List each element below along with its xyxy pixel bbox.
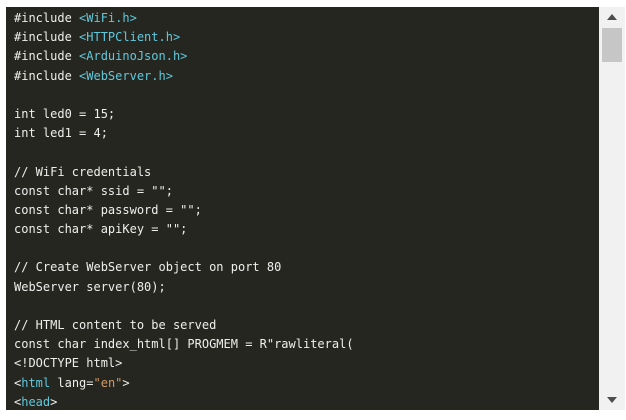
code-line: // WiFi credentials bbox=[14, 163, 599, 182]
code-token-plain: // WiFi credentials bbox=[14, 164, 152, 179]
code-token-type: <WiFi.h> bbox=[79, 11, 137, 25]
code-token-type: <WebServer.h> bbox=[79, 68, 173, 83]
code-token-plain: #include bbox=[14, 11, 80, 25]
code-line: #include <WebServer.h> bbox=[14, 67, 599, 86]
code-token-plain: #include bbox=[14, 30, 80, 45]
triangle-down-icon bbox=[607, 397, 617, 403]
code-token-plain: // HTML content to be served bbox=[14, 318, 217, 332]
code-token-type: <ArduinoJson.h> bbox=[79, 49, 188, 64]
code-token-type: <HTTPClient.h> bbox=[79, 30, 181, 45]
code-line: const char index_html[] PROGMEM = R"rawl… bbox=[14, 335, 599, 354]
code-token-plain: const char* ssid = ""; bbox=[14, 183, 173, 198]
code-editor-viewport[interactable]: #include <WiFi.h>#include <HTTPClient.h>… bbox=[6, 7, 599, 410]
code-line: <html lang="en"> bbox=[14, 374, 599, 393]
code-token-plain: < bbox=[14, 375, 22, 390]
scroll-up-button[interactable] bbox=[599, 7, 625, 27]
code-line: #include <HTTPClient.h> bbox=[14, 28, 599, 47]
scroll-down-button[interactable] bbox=[599, 390, 625, 410]
code-token-plain: <!DOCTYPE html> bbox=[14, 356, 123, 371]
code-token-type: html bbox=[21, 375, 51, 390]
code-line: // HTML content to be served bbox=[14, 316, 599, 335]
code-token-plain: WebServer server(80); bbox=[14, 279, 166, 294]
code-line bbox=[14, 143, 599, 162]
code-token-plain: #include bbox=[14, 49, 80, 64]
code-token-plain: // Create WebServer object on port 80 bbox=[14, 260, 282, 275]
scrollbar-thumb[interactable] bbox=[602, 28, 622, 62]
code-line: WebServer server(80); bbox=[14, 278, 599, 297]
code-line: <head> bbox=[14, 393, 599, 410]
code-token-plain: > bbox=[122, 375, 130, 390]
code-line: int led0 = 15; bbox=[14, 105, 599, 124]
triangle-up-icon bbox=[607, 14, 617, 20]
code-token-string: "en" bbox=[93, 375, 123, 390]
code-token-plain: const char index_html[] PROGMEM = R"rawl… bbox=[14, 337, 354, 352]
vertical-scrollbar[interactable] bbox=[599, 7, 625, 410]
code-line bbox=[14, 297, 599, 316]
code-content: #include <WiFi.h>#include <HTTPClient.h>… bbox=[14, 9, 599, 410]
code-token-plain: < bbox=[14, 394, 22, 409]
code-token-plain: const char* apiKey = ""; bbox=[14, 222, 188, 237]
code-token-plain: > bbox=[50, 394, 58, 409]
code-line: int led1 = 4; bbox=[14, 124, 599, 143]
code-token-plain: #include bbox=[14, 68, 80, 83]
code-token-type: head bbox=[21, 394, 51, 409]
code-line: #include <WiFi.h> bbox=[14, 9, 599, 28]
code-line: const char* password = ""; bbox=[14, 201, 599, 220]
code-line: const char* apiKey = ""; bbox=[14, 220, 599, 239]
code-line bbox=[14, 86, 599, 105]
code-token-plain: const char* password = ""; bbox=[14, 202, 202, 217]
code-line: const char* ssid = ""; bbox=[14, 182, 599, 201]
code-line bbox=[14, 239, 599, 258]
code-token-plain: int led0 = 15; bbox=[14, 106, 116, 121]
code-line: // Create WebServer object on port 80 bbox=[14, 258, 599, 277]
code-line: #include <ArduinoJson.h> bbox=[14, 47, 599, 66]
code-token-plain: int led1 = 4; bbox=[14, 126, 108, 141]
code-token-plain: lang= bbox=[50, 375, 94, 390]
code-line: <!DOCTYPE html> bbox=[14, 354, 599, 373]
